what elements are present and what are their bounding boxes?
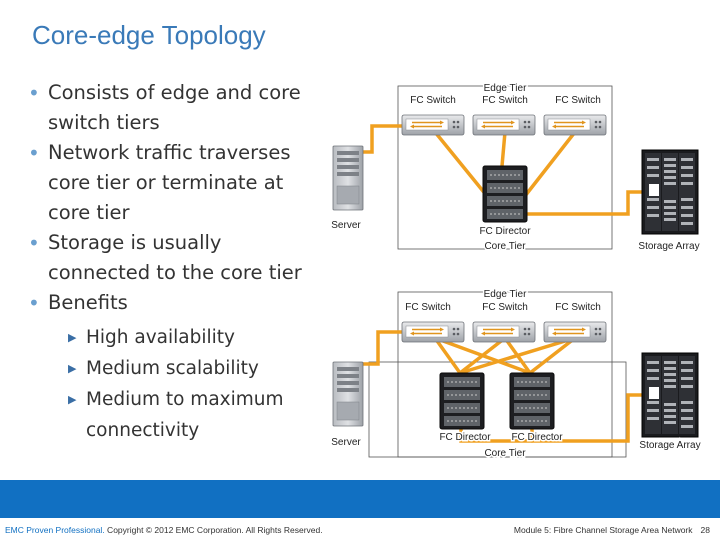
fc-director-1 (482, 165, 528, 223)
fc-director-2-left-label: FC Director (439, 432, 491, 443)
fc-switch-2-right-label: FC Switch (555, 302, 601, 313)
bullet-3: Storage is usually connected to the core… (28, 228, 318, 288)
benefits-list: High availability Medium scalability Med… (28, 322, 318, 446)
benefit-1: High availability (28, 322, 318, 353)
fc-director-2-right-label: FC Director (511, 432, 563, 443)
edge-tier-2-label: Edge Tier (484, 289, 527, 300)
server-2-label: Server (331, 437, 361, 448)
footer-copyright: EMC Proven Professional. Copyright © 201… (5, 525, 323, 535)
fc-switch-2-right (543, 321, 607, 343)
fc-switch-2-mid (472, 321, 536, 343)
benefit-2: Medium scalability (28, 353, 318, 384)
footer-module: Module 5: Fibre Channel Storage Area Net… (514, 525, 710, 535)
edge-tier-1-label: Edge Tier (484, 83, 527, 94)
storage-array-1 (641, 149, 699, 235)
footer-copyright-text: Copyright © 2012 EMC Corporation. All Ri… (104, 525, 323, 535)
footer-brand: EMC Proven Professional. (5, 525, 105, 535)
storage-array-2-label: Storage Array (639, 440, 700, 451)
fc-links-2 (343, 330, 654, 443)
bullet-1: Consists of edge and core switch tiers (28, 78, 318, 138)
bullet-2: Network traffic traverses core tier or t… (28, 138, 318, 228)
edge-tier-1-frame (397, 85, 613, 250)
bullet-4: Benefits (28, 288, 318, 318)
fc-switch-1-right (543, 114, 607, 136)
bullet-list: Consists of edge and core switch tiers N… (28, 78, 318, 446)
fc-switch-1-left-label: FC Switch (410, 95, 456, 106)
page-number: 28 (700, 525, 710, 535)
topology-2 (332, 291, 699, 458)
core-tier-2-label: Core Tier (484, 448, 526, 459)
footer-module-text: Module 5: Fibre Channel Storage Area Net… (513, 525, 693, 535)
core-tier-1-label: Core Tier (484, 241, 526, 252)
server-2 (332, 361, 364, 427)
server-1-label: Server (331, 220, 361, 231)
topology-diagram: Edge Tier FC Switch FC Switch FC Switch … (330, 82, 702, 461)
topology-1 (332, 85, 699, 250)
footer: EMC Proven Professional. Copyright © 201… (0, 518, 720, 540)
server-1 (332, 145, 364, 211)
slide-title: Core-edge Topology (32, 20, 266, 50)
fc-switch-1-right-label: FC Switch (555, 95, 601, 106)
fc-switch-2-left (401, 321, 465, 343)
benefit-3: Medium to maximum connectivity (28, 384, 318, 446)
storage-array-2 (641, 352, 699, 438)
storage-array-1-label: Storage Array (638, 241, 699, 252)
fc-switch-1-mid (472, 114, 536, 136)
edge-tier-2-frame (397, 291, 613, 458)
fc-switch-1-left (401, 114, 465, 136)
fc-director-1-label: FC Director (479, 226, 531, 237)
fc-switch-1-mid-label: FC Switch (482, 95, 528, 106)
footer-band (0, 480, 720, 518)
fc-switch-2-mid-label: FC Switch (482, 302, 528, 313)
fc-director-2-right (509, 372, 555, 430)
fc-director-2-left (439, 372, 485, 430)
fc-switch-2-left-label: FC Switch (405, 302, 451, 313)
